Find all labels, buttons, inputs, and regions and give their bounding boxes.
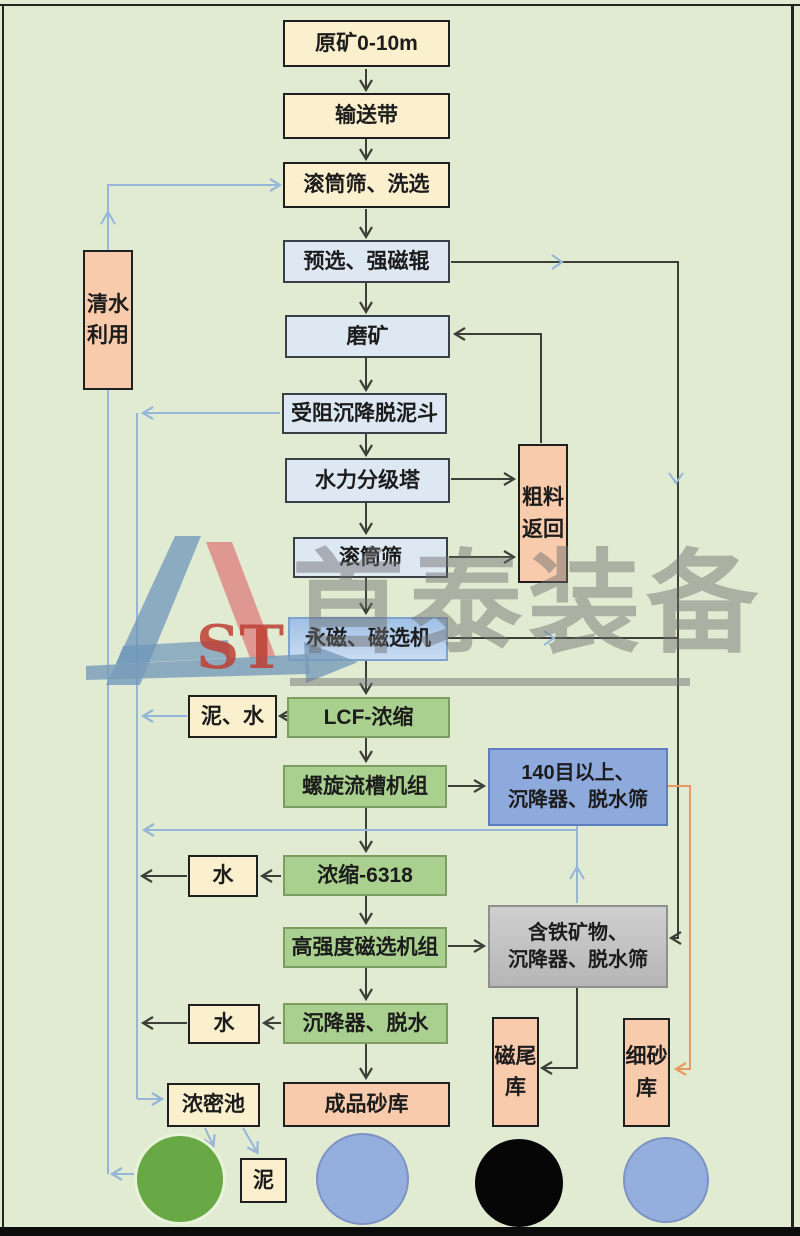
tailings-pond-circle <box>475 1139 563 1227</box>
node-thickening-pond: 浓密池 <box>167 1083 260 1127</box>
edge-coarse-return-grinding <box>452 327 542 443</box>
chevron-up-iron-mesh140 <box>569 865 585 880</box>
node-preselect-magnetic-roller: 预选、强磁辊 <box>283 240 450 283</box>
node-mud: 泥 <box>240 1158 287 1203</box>
node-high-intensity-magnetic-unit: 高强度磁选机组 <box>283 927 447 968</box>
node-settler-dewatering: 沉降器、脱水 <box>283 1003 448 1044</box>
node-lcf-thickening: LCF-浓缩 <box>287 697 450 738</box>
edge-thickpond-greenpond <box>203 1127 216 1148</box>
frame-left <box>2 4 4 1234</box>
node-hindered-settling-hopper: 受阻沉降脱泥斗 <box>282 393 447 434</box>
node-product-sand-storage: 成品砂库 <box>283 1082 450 1127</box>
node-drum-screen-wash: 滚筒筛、洗选 <box>283 162 450 208</box>
node-mesh140-dewatering: 140目以上、 沉降器、脱水筛 <box>488 748 668 826</box>
chevron-right-magnet <box>543 630 556 646</box>
edge-preselect-iron <box>451 261 682 945</box>
node-thickening-6318: 浓缩-6318 <box>283 855 447 896</box>
node-magnetic-tailings-storage: 磁尾库 <box>492 1017 539 1127</box>
node-spiral-chute-unit: 螺旋流槽机组 <box>283 765 447 808</box>
node-permanent-magnetic-separator: 永磁、磁选机 <box>288 617 448 661</box>
node-fine-sand-storage: 细砂库 <box>623 1018 670 1127</box>
node-raw-ore: 原矿0-10m <box>283 20 450 67</box>
node-conveyor: 输送带 <box>283 93 450 139</box>
frame-top <box>0 4 800 6</box>
node-clean-water-reuse: 清水利用 <box>83 250 133 390</box>
node-drum-screen: 滚筒筛 <box>293 537 448 578</box>
node-water-1: 水 <box>188 855 258 897</box>
chevron-right-preselect <box>551 254 564 270</box>
node-grinding: 磨矿 <box>285 315 450 358</box>
frame-bottom <box>0 1227 800 1236</box>
chevron-down-rightline <box>668 472 684 485</box>
node-water-2: 水 <box>188 1004 260 1044</box>
edge-cleanwater-drumwash <box>107 178 283 1174</box>
chevron-up-cleanline <box>100 210 116 225</box>
edge-mesh140-finesand <box>668 785 691 1076</box>
clean-water-pond-circle <box>134 1133 226 1225</box>
frame-right <box>791 4 794 1234</box>
node-iron-minerals-dewatering: 含铁矿物、 沉降器、脱水筛 <box>488 905 668 988</box>
node-hydraulic-classification-tower: 水力分级塔 <box>285 458 450 503</box>
product-sand-pond-circle <box>316 1133 409 1225</box>
node-mud-water: 泥、水 <box>188 695 277 738</box>
fine-sand-pond-circle <box>623 1137 709 1223</box>
edge-iron-magtail <box>539 988 578 1075</box>
node-coarse-return: 粗料返回 <box>518 444 568 583</box>
edge-thickpond-mud <box>242 1127 259 1155</box>
